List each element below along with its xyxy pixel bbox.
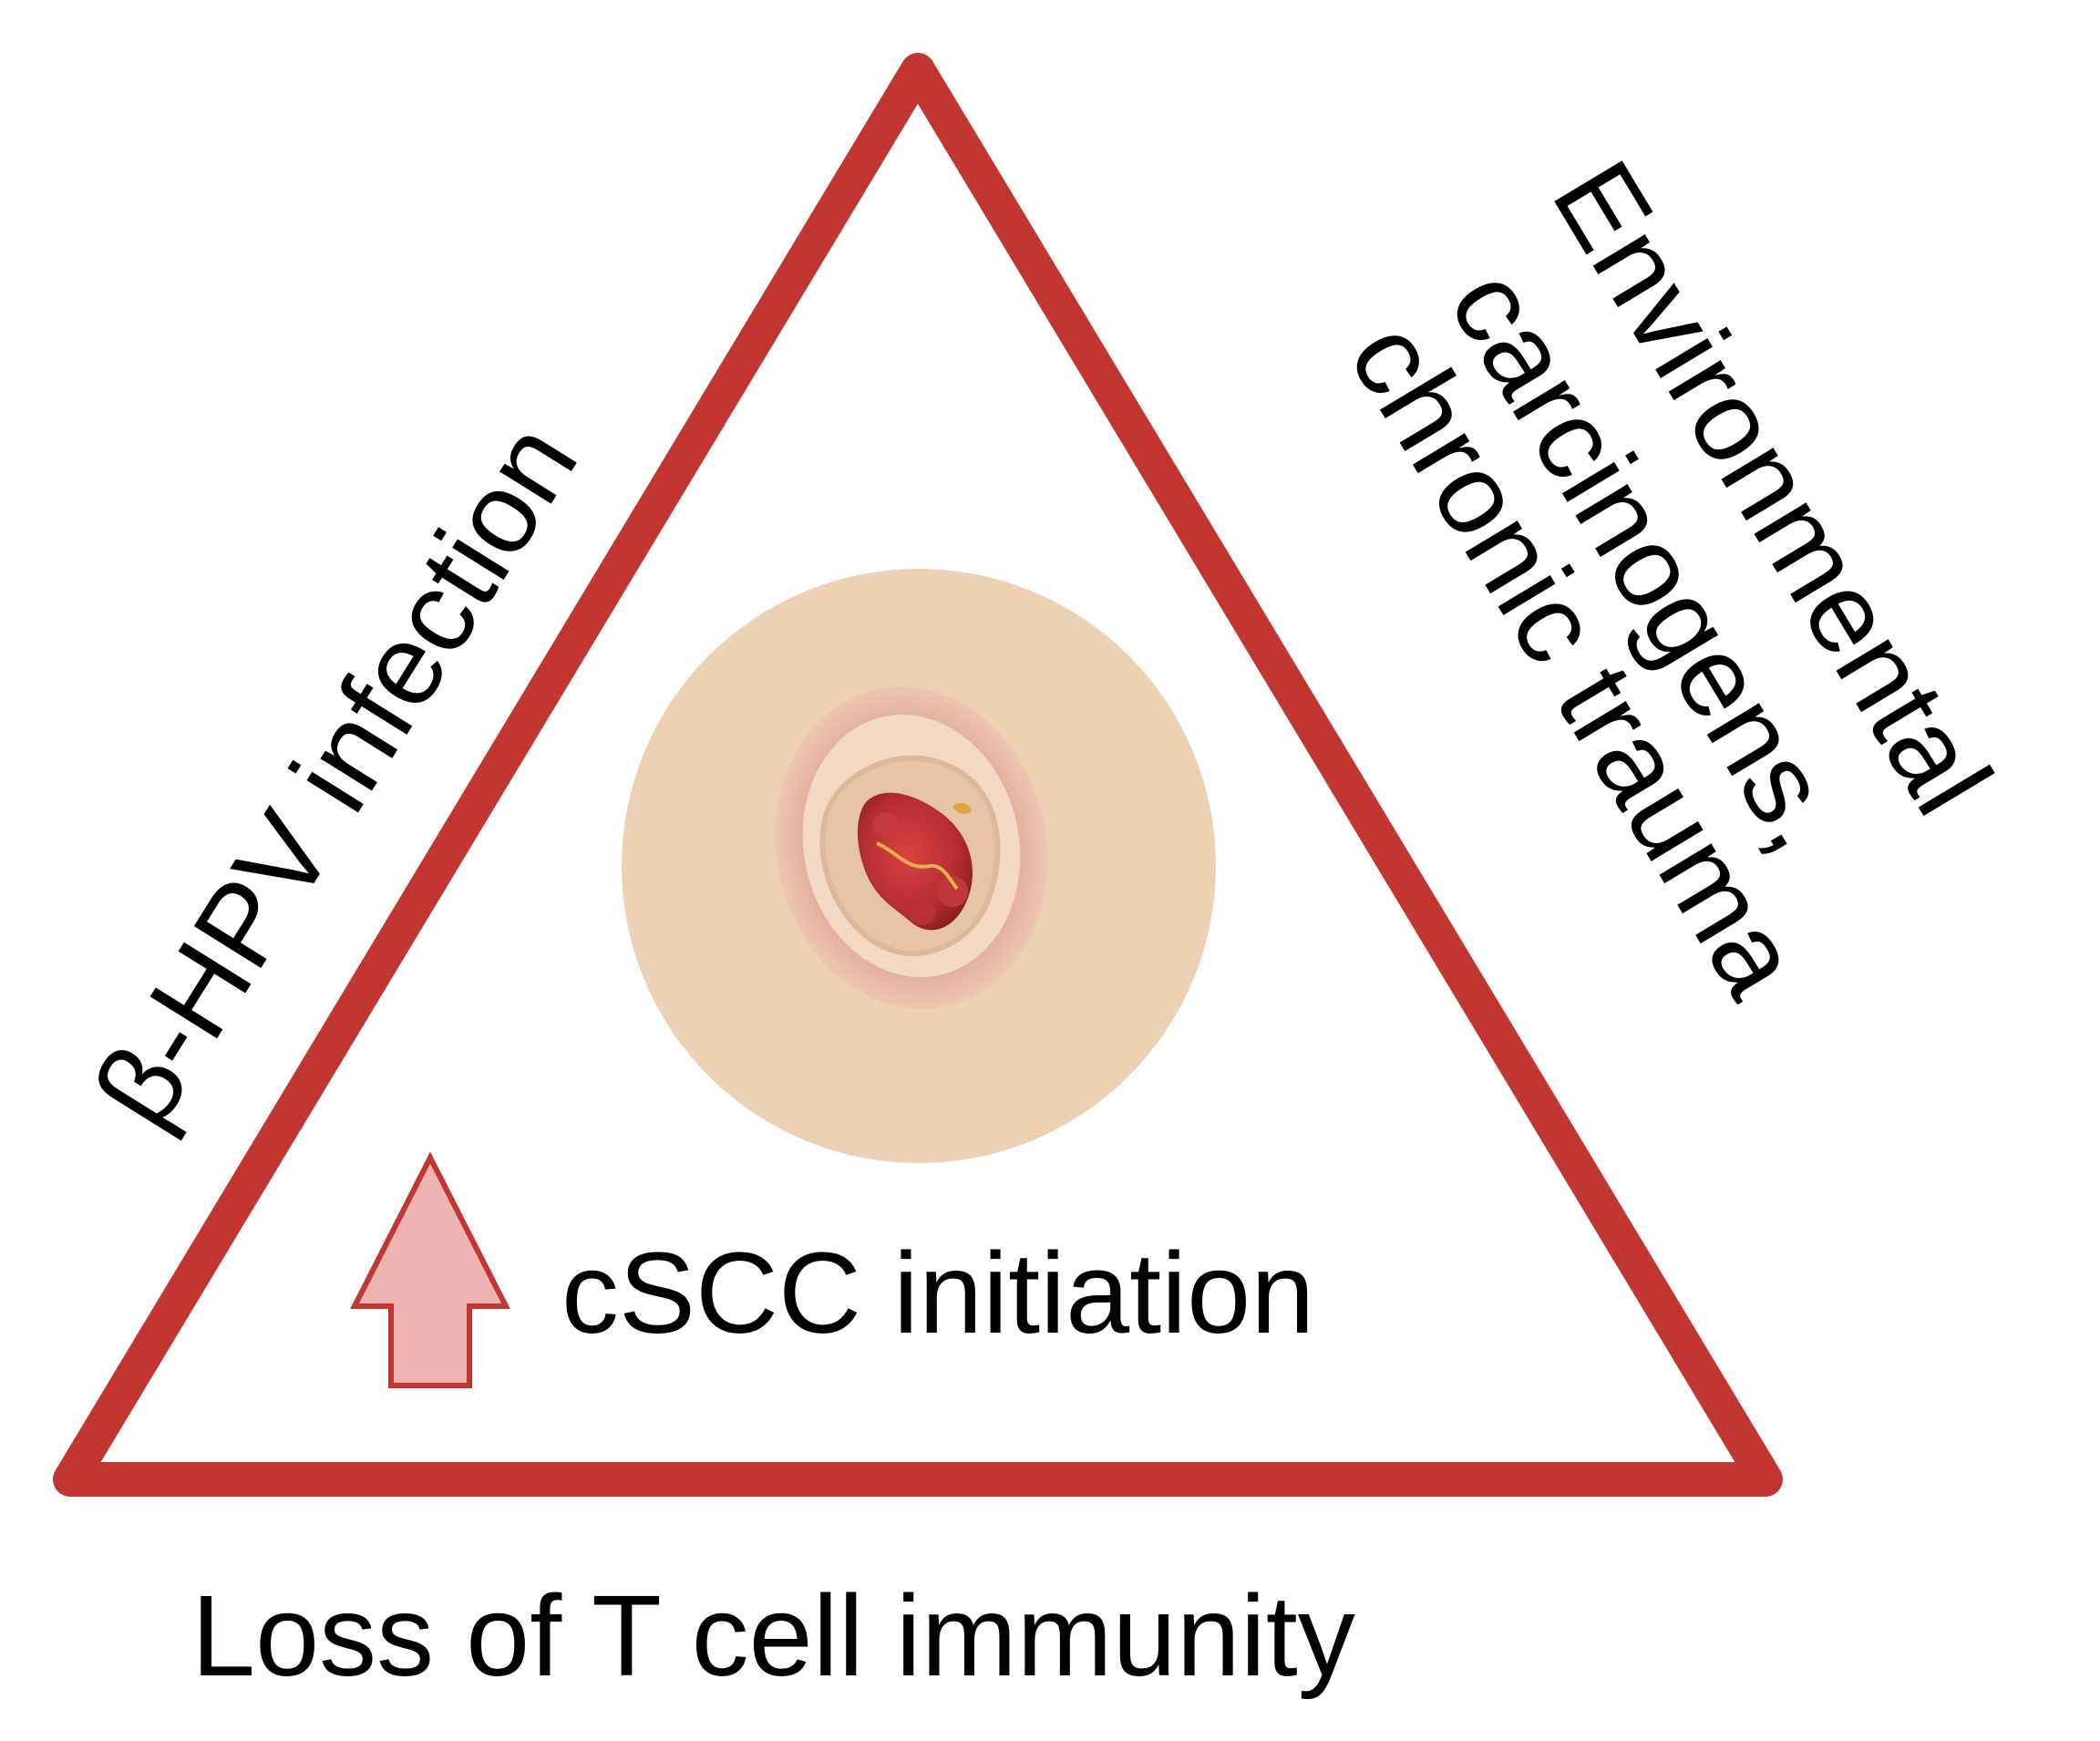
lesion-nodule bbox=[909, 898, 936, 925]
lesion-nodule bbox=[937, 876, 968, 907]
lesion-crust bbox=[952, 802, 972, 814]
skin-lesion-icon bbox=[622, 569, 1216, 1163]
warning-triangle bbox=[53, 53, 1783, 1497]
bottom-side-label: Loss of T cell immunity bbox=[191, 1571, 1355, 1700]
lesion-vessel bbox=[876, 841, 959, 891]
lesion-nodule bbox=[873, 812, 899, 838]
center-label: cSCC initiation bbox=[561, 1229, 1314, 1357]
up-arrow-icon bbox=[350, 1151, 510, 1388]
